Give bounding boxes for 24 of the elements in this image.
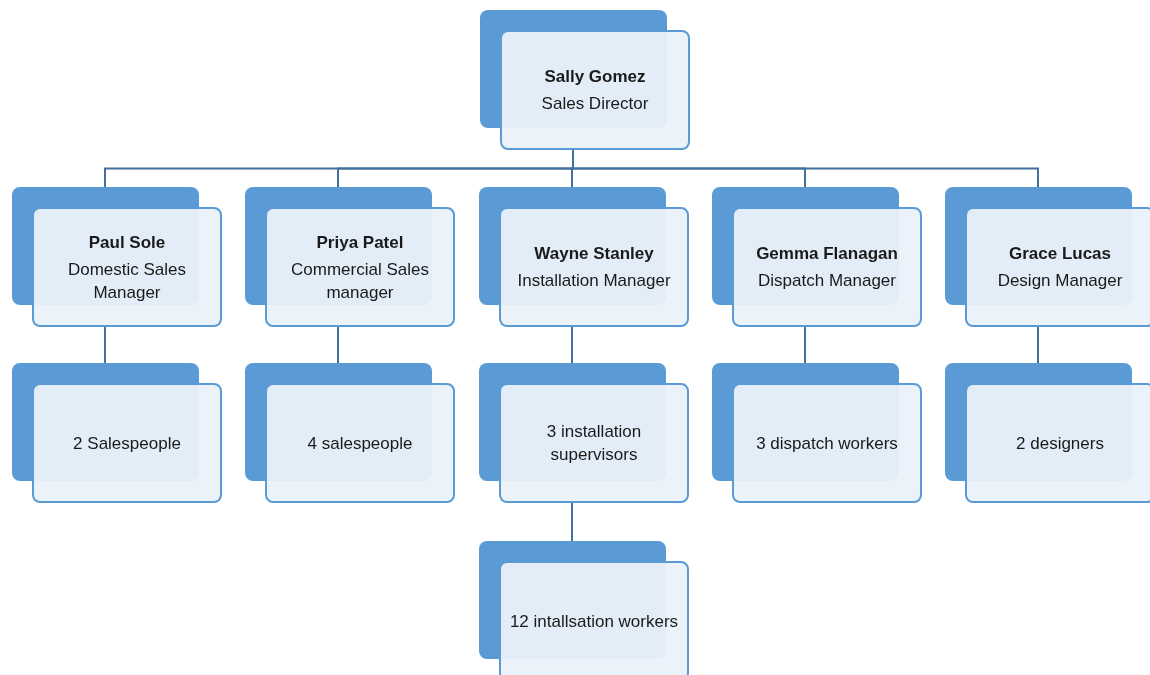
team-label: 12 intallsation workers [509,610,679,633]
connector-line [337,326,339,364]
person-name: Wayne Stanley [534,243,654,265]
job-title: Commercial Sales manager [290,258,430,304]
job-title: Sales Director [541,93,649,115]
job-title: Design Manager [997,270,1123,292]
team-label: 3 installation supervisors [545,421,643,466]
person-name: Priya Patel [316,231,404,254]
person-name: Grace Lucas [1008,243,1112,265]
person-name: Gemma Flanagan [756,243,898,265]
connector-line [104,326,106,364]
team-label: 3 dispatch workers [756,432,898,455]
team-label: 4 salespeople [307,432,413,455]
job-title: Domestic Sales Manager [66,258,188,304]
job-title: Dispatch Manager [758,270,896,292]
connector-line [1037,326,1039,364]
connector-line [804,326,806,364]
team-label: 2 designers [1016,432,1104,455]
person-name: Paul Sole [88,231,166,254]
person-name: Sally Gomez [544,66,646,88]
job-title: Installation Manager [517,270,671,292]
connector-line [571,502,573,542]
connector-line [571,326,573,364]
team-label: 2 Salespeople [73,432,181,455]
